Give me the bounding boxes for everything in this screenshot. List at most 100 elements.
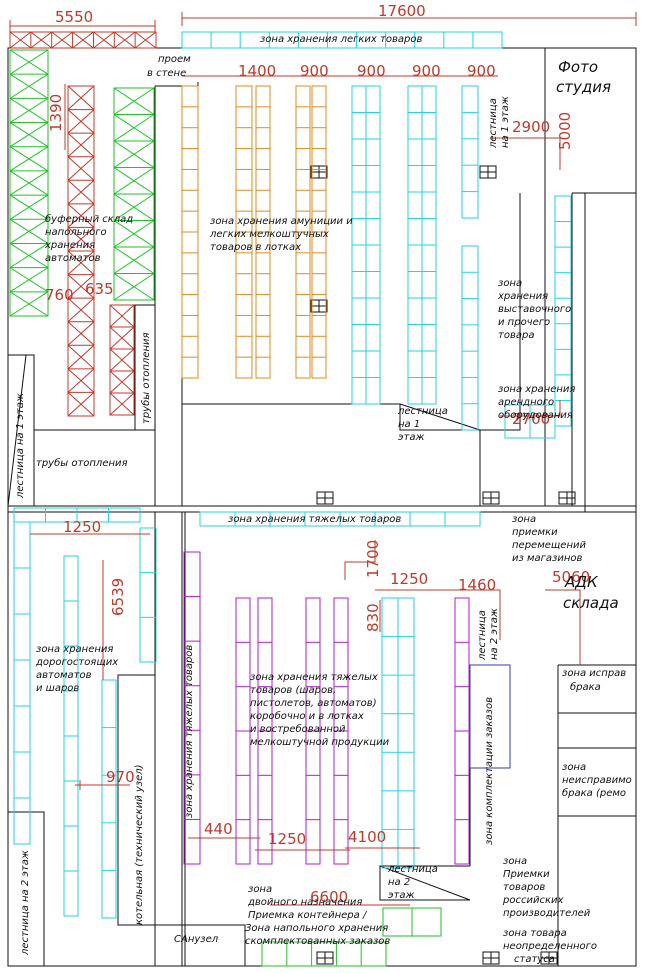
russian-label-3: товаров xyxy=(503,882,545,893)
vent-markers xyxy=(310,165,576,965)
photo-studio-label-2: студия xyxy=(556,78,611,96)
dim-5060: 5060 xyxy=(552,568,590,586)
undefined-label-1: зона товара xyxy=(503,928,567,939)
dim-440: 440 xyxy=(204,820,233,838)
dim-900-4: 900 xyxy=(467,62,496,80)
heating-pipes-vertical-label: трубы отопления xyxy=(140,332,152,424)
heavy-main-label-5: и востребованной xyxy=(250,723,346,735)
rack-14 xyxy=(407,85,423,405)
rack-23 xyxy=(63,555,79,917)
rack-5 xyxy=(67,85,95,417)
dim-1250-c: 1250 xyxy=(268,830,306,848)
stairs-mid-label-2: на 1 xyxy=(398,419,420,430)
bad-defect-label-3: брака (ремо xyxy=(562,787,626,799)
container-label-3: скомплектованных заказов xyxy=(245,936,390,947)
rack-7 xyxy=(181,85,199,379)
dim-635: 635 xyxy=(85,280,114,298)
dim-5550: 5550 xyxy=(55,8,93,26)
dual-label-1: зона xyxy=(248,884,272,895)
dimension-lines xyxy=(9,12,637,906)
stairs-left-top-label: лестница на 1 этаж xyxy=(15,393,26,499)
rack-9 xyxy=(255,85,271,379)
rack-groups xyxy=(9,31,572,967)
rack-17 xyxy=(461,245,479,431)
rack-15 xyxy=(421,85,437,405)
rack-3 xyxy=(9,49,49,317)
rack-24 xyxy=(101,679,117,919)
heavy-main-label-3: пистолетов, автоматов) xyxy=(250,698,377,709)
rack-30 xyxy=(333,597,349,865)
rack-8 xyxy=(235,85,253,379)
rack-2 xyxy=(181,31,503,49)
dim-2700: 2700 xyxy=(512,410,550,428)
russian-label-2: Приемки xyxy=(503,869,550,880)
rack-33 xyxy=(397,597,415,869)
good-defect-label-1: зона исправ xyxy=(562,668,626,679)
buffer-label-1: буферный склад xyxy=(45,213,133,225)
buffer-label-4: автоматов xyxy=(45,253,101,264)
rental-label-2: арендного xyxy=(498,397,554,408)
heating-pipes-horizontal-label: трубы отопления xyxy=(36,457,128,469)
expensive-label-3: автоматов xyxy=(36,670,92,681)
heavy-main-label-2: товаров (шаров, xyxy=(250,685,336,696)
stairs-right-label-1: лестница xyxy=(477,610,488,661)
rack-27 xyxy=(235,597,251,865)
dim-830: 830 xyxy=(364,603,382,632)
rack-11 xyxy=(311,85,327,379)
stairs-bottom-label-2: на 2 xyxy=(388,877,410,888)
stairs-right-label-2: на 2 этаж xyxy=(489,608,500,660)
light-goods-zone-label: зона хранения легких товаров xyxy=(260,34,422,45)
rental-label-3: оборудования xyxy=(498,409,573,421)
buffer-label-2: напольного xyxy=(45,227,107,238)
stairs-top-label-2: на 1 этаж xyxy=(500,96,511,148)
dim-4100: 4100 xyxy=(348,828,386,846)
rack-25 xyxy=(139,527,157,663)
dimension-texts: 5550 17600 1400 900 900 900 900 1390 760… xyxy=(45,2,590,906)
rack-26 xyxy=(183,551,201,865)
wall-opening-label-2: в стене xyxy=(147,68,186,79)
heavy-main-label-6: мелкоштучной продукции xyxy=(250,737,390,748)
zone-labels: зона хранения легких товаров проем в сте… xyxy=(15,34,632,965)
warehouse-label-1: АДК xyxy=(564,573,599,591)
exhibit-label-4: и прочего xyxy=(498,317,550,328)
dim-6600: 6600 xyxy=(310,888,348,906)
dim-1460: 1460 xyxy=(458,576,496,594)
wall-opening-label-1: проем xyxy=(158,54,191,65)
rack-28 xyxy=(257,597,273,865)
dim-1700: 1700 xyxy=(364,540,382,578)
transfer-label-2: приемки xyxy=(512,527,558,538)
dim-900-1: 900 xyxy=(300,62,329,80)
rack-10 xyxy=(295,85,311,379)
rack-13 xyxy=(365,85,381,405)
ammo-label-1: зона хранения амуниции и xyxy=(210,216,353,227)
stairs-bottom-label-1: лестница xyxy=(387,864,438,875)
rack-34 xyxy=(469,664,511,769)
rack-1 xyxy=(9,31,157,49)
good-defect-label-2: брака xyxy=(570,681,601,693)
dim-17600: 17600 xyxy=(378,2,426,20)
heavy-goods-zone-label: зона хранения тяжелых товаров xyxy=(228,514,401,525)
bad-defect-label-2: неисправимо xyxy=(562,775,632,786)
stairs-bottom-label-3: этаж xyxy=(388,890,414,901)
rack-19 xyxy=(504,404,556,439)
expensive-label-4: и шаров xyxy=(36,683,79,694)
stairs-mid-label-1: лестница xyxy=(397,406,448,417)
container-label-1: Приемка контейнера / xyxy=(248,910,368,921)
transfer-label-1: зона xyxy=(512,514,536,525)
transfer-label-3: перемещений xyxy=(512,540,586,551)
dim-1250-a: 1250 xyxy=(63,518,101,536)
heavy-vertical-label: зона хранения тяжелых товаров xyxy=(184,645,195,818)
bad-defect-label-1: зона xyxy=(562,762,586,773)
dim-6539: 6539 xyxy=(109,578,127,616)
ammo-label-3: товаров в лотках xyxy=(210,242,301,253)
bathroom-label: САнузел xyxy=(174,934,219,945)
dim-900-3: 900 xyxy=(412,62,441,80)
dim-900-2: 900 xyxy=(357,62,386,80)
stairs-left-bottom-label: лестница на 2 этаж xyxy=(20,850,31,956)
rack-12 xyxy=(351,85,367,405)
rack-18 xyxy=(554,195,572,427)
warehouse-label-2: склада xyxy=(563,594,619,612)
transfer-label-4: из магазинов xyxy=(512,553,583,564)
expensive-label-2: дорогостоящих xyxy=(35,657,118,668)
